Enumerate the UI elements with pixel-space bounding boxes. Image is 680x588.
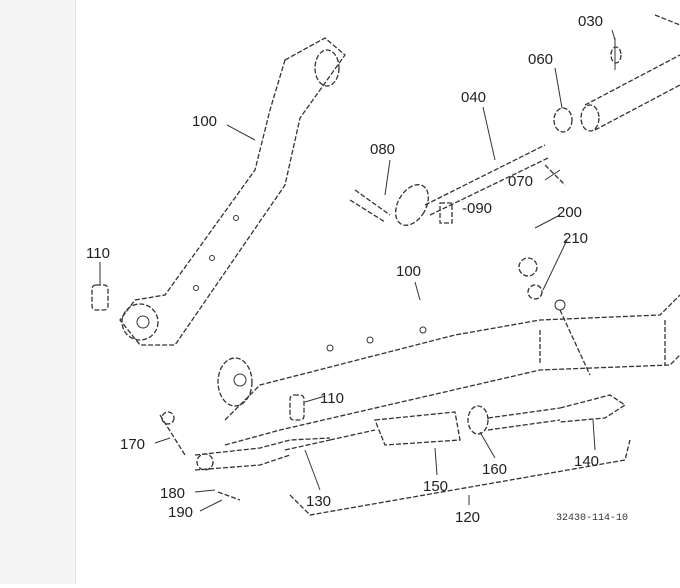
left-sidebar <box>0 0 76 584</box>
label-040: 040 <box>461 89 486 106</box>
lower-link-arm <box>217 294 680 446</box>
label-150: 150 <box>423 478 448 495</box>
lift-rod <box>349 144 566 226</box>
label-080: 080 <box>370 141 395 158</box>
label-210: 210 <box>563 230 588 247</box>
parts-diagram: 030 060 040 100 080 070 -090 200 210 110… <box>76 0 680 584</box>
lift-shaft <box>553 14 680 133</box>
lift-arm-upper <box>119 37 346 346</box>
label-100-lower: 100 <box>396 263 421 280</box>
label-190: 190 <box>168 504 193 521</box>
parts-drawing: 030 060 040 100 080 070 -090 200 210 110… <box>86 13 680 526</box>
label-110-left: 110 <box>86 245 110 262</box>
label-110-right: 110 <box>320 390 344 407</box>
label-090: -090 <box>462 200 492 217</box>
label-070: 070 <box>508 173 533 190</box>
assembly-bracket <box>289 439 631 516</box>
leader-lines <box>99 29 616 512</box>
label-120: 120 <box>455 509 480 526</box>
label-200: 200 <box>557 204 582 221</box>
label-180: 180 <box>160 485 185 502</box>
figure-code: 32430-114-10 <box>556 513 628 524</box>
label-030: 030 <box>578 13 603 30</box>
label-060: 060 <box>528 51 553 68</box>
label-170: 170 <box>120 436 145 453</box>
label-130: 130 <box>306 493 331 510</box>
label-160: 160 <box>482 461 507 478</box>
check-chain-assembly <box>159 394 627 501</box>
label-140: 140 <box>574 453 599 470</box>
pin-110-right <box>289 394 305 421</box>
label-100-upper: 100 <box>192 113 217 130</box>
pin-110-left <box>91 284 109 311</box>
